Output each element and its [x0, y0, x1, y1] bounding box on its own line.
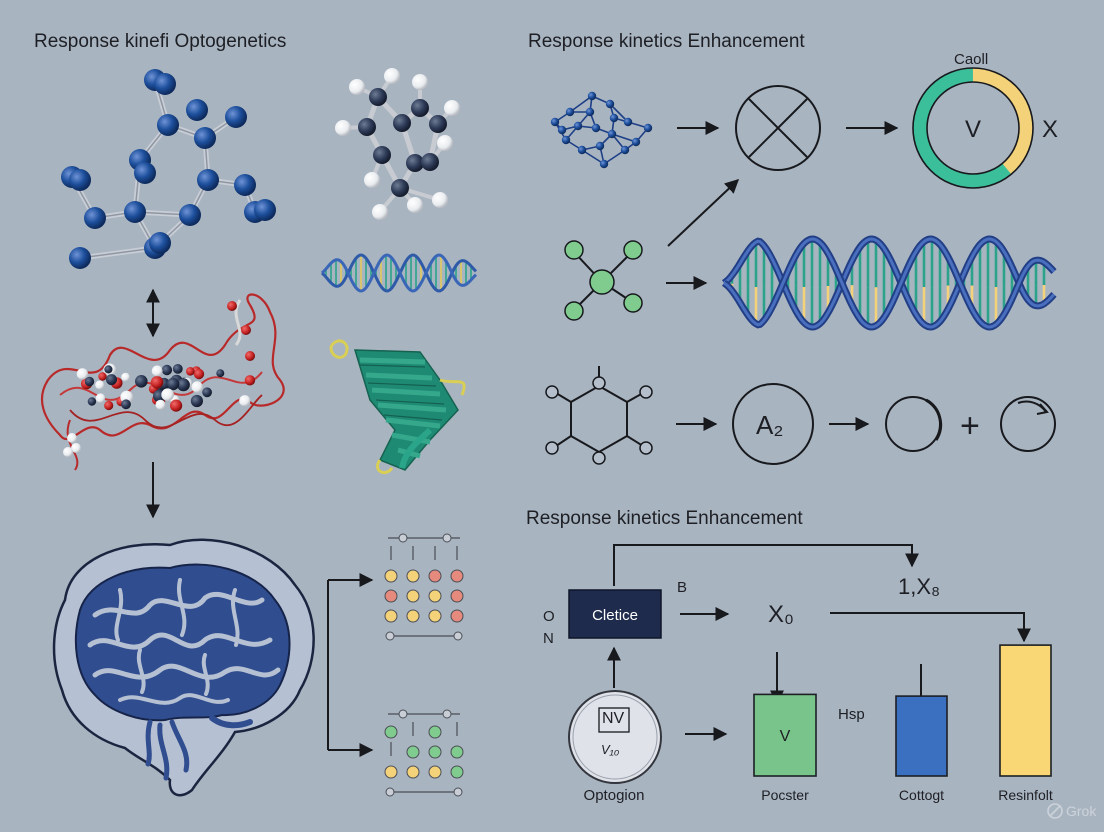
arrow-cluster-to-cross	[668, 180, 738, 246]
open-circle-product-2	[1001, 397, 1055, 451]
left-label-o: O	[543, 608, 555, 625]
title-top-left: Response kinefi Optogenetics	[34, 31, 286, 52]
dna-helix-large	[724, 239, 1054, 327]
protein-red-ribbon	[42, 295, 284, 470]
molecule-network	[551, 92, 652, 168]
open-circle-product-1	[886, 397, 941, 451]
output-bar-1-inner-label: V	[780, 728, 791, 745]
x0-label: X₀	[768, 601, 794, 628]
protein-green-beta-sheets	[331, 341, 464, 473]
output-bars: V Pocster Cottogt Resinfolt	[754, 645, 1053, 803]
optogion-line2: V₁₀	[601, 742, 620, 757]
plus-sign: +	[960, 407, 980, 445]
watermark: Grok	[1048, 803, 1097, 819]
green-node-cluster	[565, 241, 642, 320]
arrow-x0-to-yellow-bar	[830, 613, 1024, 641]
output-bar-2	[896, 696, 947, 776]
hexagon-molecule	[546, 366, 652, 464]
output-bar-1-caption: Pocster	[761, 787, 809, 803]
output-bar-3-caption: Resinfolt	[998, 787, 1053, 803]
optogion-caption: Optogion	[584, 787, 645, 804]
optogion-line1: NV	[602, 710, 625, 727]
bracket-arrows-brain-to-grids	[328, 580, 372, 750]
brain-illustration	[54, 540, 314, 795]
title-top-right: Response kinetics Enhancement	[528, 31, 805, 52]
title-bottom-right: Response kinetics Enhancement	[526, 508, 803, 529]
output-bar-2-caption: Cottogt	[899, 787, 944, 803]
cross-circle-node	[736, 86, 820, 170]
left-label-n: N	[543, 630, 554, 647]
hsp-label: Hsp	[838, 706, 865, 723]
molecule-blue-ball-and-stick	[61, 69, 276, 269]
molecule-navy-white-ball-and-stick	[335, 68, 460, 220]
feedback-loop-arrow	[614, 545, 912, 586]
dot-grid-top	[385, 534, 463, 640]
dna-helix-small	[322, 255, 476, 291]
ring-top-label: Caoll	[954, 51, 988, 68]
dot-grid-bottom	[385, 710, 463, 796]
a2-node-label: A₂	[756, 410, 783, 440]
top-right-label: 1,X₈	[898, 574, 940, 599]
process-box-label: Cletice	[592, 607, 638, 624]
watermark-text: Grok	[1066, 803, 1097, 819]
b-label: B	[677, 579, 687, 596]
output-bar-3	[1000, 645, 1051, 776]
ring-center-label: V	[965, 116, 981, 143]
optogion-circle-node	[569, 691, 661, 783]
ring-side-label: X	[1042, 116, 1058, 143]
